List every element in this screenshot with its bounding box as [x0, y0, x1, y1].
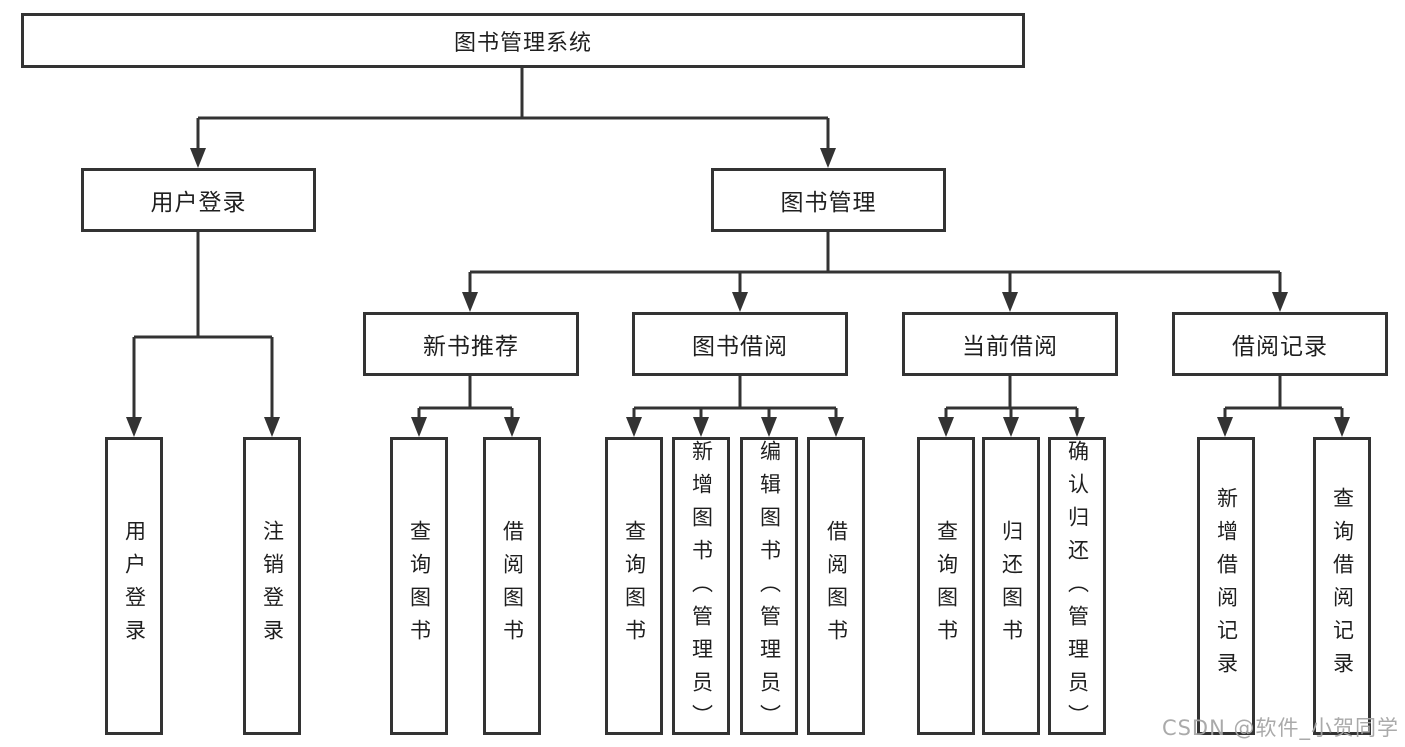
node-borrowing-records: 借阅记录: [1172, 312, 1388, 376]
node-current-borrowing: 当前借阅: [902, 312, 1118, 376]
leaf-query-books-recommend: 查询图书: [390, 437, 448, 735]
leaf-confirm-return-admin: 确认归还（管理员）: [1048, 437, 1106, 737]
leaf-user-login: 用户登录: [105, 437, 163, 735]
leaf-logout: 注销登录: [243, 437, 301, 735]
csdn-watermark: CSDN @软件_小贺同学: [1161, 716, 1399, 740]
leaf-return-books: 归还图书: [982, 437, 1040, 735]
node-book-management: 图书管理: [711, 168, 946, 232]
node-book-borrowing: 图书借阅: [632, 312, 848, 376]
node-new-book-recommend: 新书推荐: [363, 312, 579, 376]
node-user-login: 用户登录: [81, 168, 316, 232]
leaf-edit-books-admin: 编辑图书（管理员）: [740, 437, 798, 737]
leaf-query-books-current: 查询图书: [917, 437, 975, 735]
node-library-system: 图书管理系统: [21, 13, 1025, 68]
leaf-add-books-admin: 新增图书（管理员）: [672, 437, 730, 737]
leaf-add-borrow-record: 新增借阅记录: [1197, 437, 1255, 735]
leaf-borrow-books-recommend: 借阅图书: [483, 437, 541, 735]
leaf-borrow-books-borrowing: 借阅图书: [807, 437, 865, 735]
leaf-query-borrow-record: 查询借阅记录: [1313, 437, 1371, 735]
leaf-query-books-borrowing: 查询图书: [605, 437, 663, 735]
